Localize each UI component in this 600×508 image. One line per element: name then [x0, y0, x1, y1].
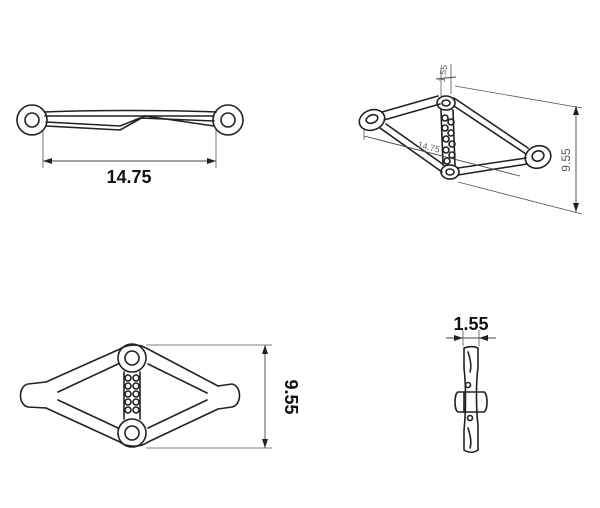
- side-bar-notch-bottom: [467, 427, 472, 449]
- iso-bar-upper-left-inner: [383, 103, 441, 121]
- iso-gem-column: [440, 109, 456, 166]
- top-view-width-label: 14.75: [106, 167, 151, 187]
- isometric-view: 1.55 14.75 9.55: [358, 64, 583, 215]
- front-gem: [132, 390, 140, 398]
- iso-bar-lower-left: [379, 127, 443, 173]
- iso-height-arrow-top: [573, 106, 579, 115]
- front-frame-inner-bottom-left: [57, 399, 119, 429]
- front-top-link: [117, 343, 147, 373]
- iso-height-arrow-bottom: [573, 203, 579, 212]
- side-arm-knob: [454, 391, 488, 413]
- iso-gem: [441, 124, 449, 132]
- top-view-upper-bar: [44, 109, 217, 113]
- side-gem: [466, 414, 474, 422]
- front-height-arrow-bottom: [262, 439, 268, 448]
- iso-thickness-dimension-line: [435, 76, 457, 80]
- top-view-right-eyelet: [212, 104, 244, 136]
- front-gem: [132, 382, 140, 390]
- side-thickness-arrow-left: [454, 335, 463, 341]
- top-view: 14.75: [16, 104, 244, 187]
- front-view: 9.55: [19, 343, 301, 449]
- front-gem: [124, 382, 132, 390]
- iso-width-dimension-line: [363, 135, 521, 177]
- side-view: 1.55: [446, 314, 496, 454]
- iso-top-link: [436, 95, 456, 111]
- side-bar: [463, 345, 479, 454]
- front-gem: [124, 406, 132, 414]
- top-view-arrow-left: [43, 158, 52, 164]
- front-gem: [132, 374, 140, 382]
- iso-height-extension-top: [454, 85, 583, 109]
- front-frame-top: [45, 344, 219, 387]
- iso-gem: [443, 157, 451, 165]
- front-gem: [124, 390, 132, 398]
- iso-bar-lower-right-inner: [457, 157, 527, 169]
- front-frame-inner-top-left: [57, 363, 119, 393]
- iso-gem: [448, 151, 456, 159]
- top-view-left-eyelet: [16, 104, 48, 136]
- iso-left-eyelet-hole: [365, 113, 379, 125]
- iso-height-label: 9.55: [559, 148, 573, 172]
- iso-bottom-link: [440, 164, 460, 180]
- front-frame-bottom: [45, 407, 219, 447]
- front-frame-inner-top-right: [147, 363, 208, 394]
- top-view-lower-bar: [45, 115, 215, 131]
- side-thickness-arrow-right: [479, 335, 488, 341]
- side-gem: [464, 381, 472, 389]
- iso-bar-upper-right-inner: [453, 105, 527, 155]
- iso-gem: [442, 135, 450, 143]
- iso-gem: [447, 129, 455, 137]
- iso-bar-upper-left: [381, 95, 439, 113]
- side-thickness-label: 1.55: [453, 314, 488, 334]
- front-gem: [132, 398, 140, 406]
- iso-bar-upper-right: [453, 97, 529, 149]
- side-bar-notch-top: [467, 351, 472, 373]
- iso-top-link-hole: [441, 99, 451, 107]
- top-view-left-eyelet-hole: [24, 112, 40, 128]
- iso-gem: [442, 146, 450, 154]
- front-gem: [124, 398, 132, 406]
- iso-right-eyelet: [524, 144, 552, 170]
- iso-height-extension-bottom: [457, 181, 583, 215]
- top-view-lower-bar-inner: [45, 117, 215, 127]
- iso-gem: [448, 140, 456, 148]
- front-gem: [124, 374, 132, 382]
- iso-right-eyelet-hole: [531, 150, 545, 162]
- iso-bar-lower-right: [457, 163, 528, 176]
- front-bottom-link-hole: [124, 425, 140, 441]
- front-height-label: 9.55: [281, 379, 301, 414]
- iso-bottom-link-hole: [445, 168, 455, 176]
- front-left-arm-tip: [19, 381, 47, 409]
- iso-gem: [447, 118, 455, 126]
- top-view-right-eyelet-hole: [220, 112, 236, 128]
- top-view-arrow-right: [207, 158, 216, 164]
- front-height-arrow-top: [262, 345, 268, 354]
- iso-bar-lower-left-inner: [385, 123, 445, 166]
- front-frame-inner-bottom-right: [147, 399, 208, 429]
- front-top-link-hole: [124, 350, 140, 366]
- iso-thickness-label: 1.55: [437, 64, 450, 83]
- front-gem: [132, 406, 140, 414]
- iso-gem: [441, 114, 449, 122]
- front-gem-column: [123, 371, 141, 420]
- iso-left-eyelet: [358, 108, 386, 132]
- front-bottom-link: [117, 418, 147, 448]
- front-right-arm-tip: [217, 383, 241, 410]
